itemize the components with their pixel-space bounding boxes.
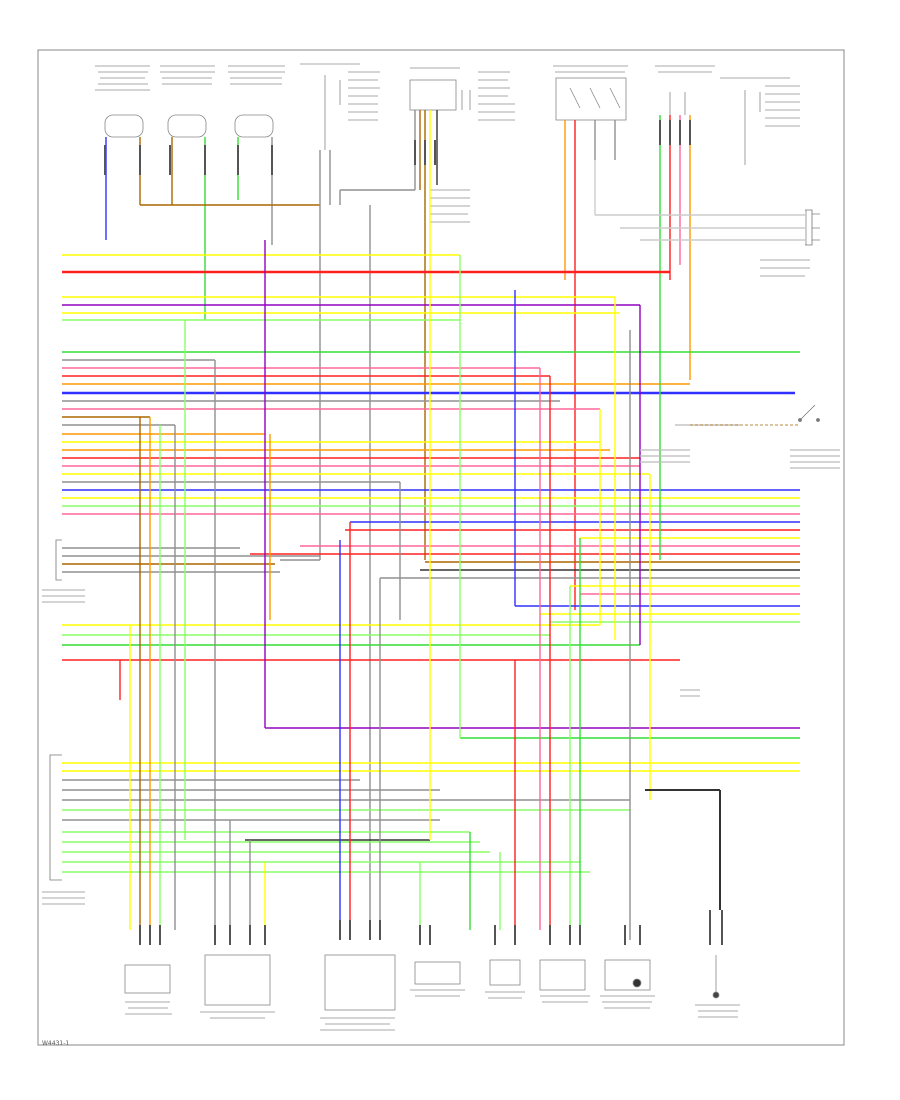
component-knock-sensor-3 <box>234 114 274 138</box>
component-map-sensor <box>324 954 396 1011</box>
top-components <box>104 75 820 245</box>
connector-pins <box>104 120 723 945</box>
component-iat-sensor <box>414 961 461 985</box>
component-o2-sensor <box>124 964 171 994</box>
component-throttle-position <box>204 954 271 1006</box>
left-connectors <box>49 209 813 881</box>
component-knock-sensor-2 <box>167 114 207 138</box>
diagram-border <box>37 49 845 1046</box>
top-label-fineprint <box>95 63 810 277</box>
component-ect-sensor <box>489 959 521 986</box>
diagram-code: W4431-1 <box>42 1040 70 1047</box>
component-lamp <box>632 978 642 988</box>
pressure-switch <box>690 404 820 426</box>
wire-verticals <box>119 240 721 940</box>
component-purge-valve <box>604 959 651 991</box>
bottom-components <box>124 954 720 1011</box>
component-ground-point <box>712 991 720 999</box>
component-vss <box>539 959 586 991</box>
component-relay-module <box>555 77 627 121</box>
component-knock-sensor-1 <box>104 114 144 138</box>
wire-bus <box>62 254 800 873</box>
top-drops <box>105 110 806 930</box>
component-relay-box <box>409 79 457 111</box>
